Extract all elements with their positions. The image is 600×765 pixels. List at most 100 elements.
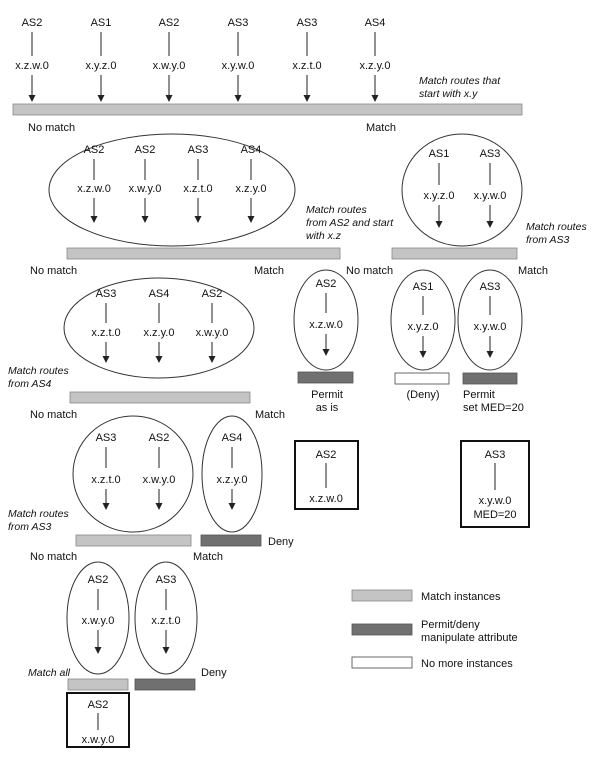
route-item: AS3 x.y.w.0 <box>474 148 506 228</box>
legend-label: Permit/deny <box>421 619 480 631</box>
prefix-label: x.y.z.0 <box>86 60 117 72</box>
prefix-label: x.y.w.0 <box>222 60 255 72</box>
filter-label: with x.z <box>306 230 342 242</box>
arrow-down-icon <box>94 647 102 654</box>
permit-bar <box>134 678 196 691</box>
route-item: AS2 x.z.w.0 <box>77 144 111 223</box>
prefix-label: x.z.y.0 <box>217 474 248 486</box>
as-label: AS3 <box>188 144 209 156</box>
as-label: AS4 <box>149 288 170 300</box>
route-group-i: AS2 x.w.y.0 <box>82 574 115 654</box>
prefix-label: x.z.t.0 <box>183 183 212 195</box>
route-group-ellipse <box>457 269 523 371</box>
filter-label: Match routes <box>526 221 587 233</box>
arrow-down-icon <box>419 351 427 358</box>
as-label: AS4 <box>365 17 386 29</box>
prefix-label: x.w.y.0 <box>143 474 176 486</box>
route-item: AS3 x.z.t.0 <box>183 144 213 223</box>
prefix-label: x.z.w.0 <box>77 183 111 195</box>
route-item: AS2 x.w.y.0 <box>196 288 228 363</box>
no-match-label: No match <box>346 265 393 277</box>
route-group-b: AS1 x.y.z.0 AS3 x.y.w.0 <box>424 148 506 228</box>
prefix-label: x.w.y.0 <box>82 615 115 627</box>
arrow-down-icon <box>247 216 255 223</box>
route-item: AS3 x.z.t.0 <box>91 432 121 510</box>
arrow-down-icon <box>486 221 494 228</box>
prefix-label: x.z.w.0 <box>15 60 49 72</box>
route-group-ellipse <box>72 415 194 533</box>
as-label: AS3 <box>96 432 117 444</box>
prefix-label: x.z.t.0 <box>91 327 120 339</box>
as-label: AS1 <box>429 148 450 160</box>
match-bar <box>391 247 518 260</box>
prefix-label: x.z.y.0 <box>360 60 391 72</box>
route-item: AS2 x.w.y.0 <box>129 144 162 223</box>
as-label: AS2 <box>88 699 109 711</box>
no-match-label: No match <box>28 122 75 134</box>
legend: Match instances Permit/deny manipulate a… <box>351 589 518 670</box>
as-label: AS2 <box>316 278 337 290</box>
prefix-label: x.y.z.0 <box>424 190 455 202</box>
no-match-label: No match <box>30 265 77 277</box>
prefix-label: x.z.w.0 <box>309 493 343 505</box>
prefix-label: x.w.y.0 <box>82 734 115 746</box>
match-bar <box>67 678 129 691</box>
match-bar <box>66 247 341 260</box>
as-label: AS3 <box>96 288 117 300</box>
route-item: AS2 x.w.y.0 <box>153 17 186 102</box>
filter-label: Match routes <box>8 508 69 520</box>
route-group-h: AS4 x.z.y.0 <box>217 432 248 510</box>
legend-label: Match instances <box>421 591 501 603</box>
as-label: AS2 <box>316 449 337 461</box>
legend-swatch-permit <box>351 623 413 636</box>
arrow-down-icon <box>102 356 110 363</box>
arrow-down-icon <box>303 95 311 102</box>
prefix-label: x.z.y.0 <box>236 183 267 195</box>
route-item: AS2 x.z.w.0 <box>15 17 49 102</box>
route-group-ellipse <box>66 561 130 675</box>
arrow-down-icon <box>90 216 98 223</box>
med-label: MED=20 <box>473 509 516 521</box>
route-item: AS4 x.z.y.0 <box>236 144 267 223</box>
filter-label: from AS3 <box>526 234 570 246</box>
route-group-j: AS3 x.z.t.0 <box>151 574 181 654</box>
arrow-down-icon <box>234 95 242 102</box>
prefix-label: x.z.t.0 <box>292 60 321 72</box>
match-label: Match <box>366 122 396 134</box>
filter-label: from AS2 and start <box>306 217 394 229</box>
as-label: AS3 <box>485 449 506 461</box>
as-label: AS2 <box>149 432 170 444</box>
prefix-label: x.z.t.0 <box>151 615 180 627</box>
no-more-instances-bar <box>394 372 450 385</box>
as-label: AS3 <box>480 281 501 293</box>
action-label: Deny <box>201 667 227 679</box>
filter-label: Match routes <box>8 365 69 377</box>
action-label: (Deny) <box>406 389 439 401</box>
match-label: Match <box>255 409 285 421</box>
match-bar <box>69 391 251 404</box>
route-item: AS2 x.w.y.0 <box>143 432 176 510</box>
permit-bar <box>297 371 354 384</box>
legend-label: manipulate attribute <box>421 632 518 644</box>
action-label: Deny <box>268 536 294 548</box>
arrow-down-icon <box>162 647 170 654</box>
prefix-label: x.w.y.0 <box>129 183 162 195</box>
prefix-label: x.z.t.0 <box>91 474 120 486</box>
permit-bar <box>462 372 518 385</box>
legend-item: No more instances <box>351 656 513 670</box>
route-group-ellipse <box>201 415 263 533</box>
legend-label: No more instances <box>421 658 513 670</box>
result-box: AS2 x.z.w.0 <box>294 440 359 510</box>
arrow-down-icon <box>208 356 216 363</box>
route-item: AS3 x.z.t.0 <box>292 17 322 102</box>
legend-item: Match instances <box>351 589 501 603</box>
match-label: Match <box>518 265 548 277</box>
action-label: Permit <box>463 389 495 401</box>
route-group-c: AS3 x.z.t.0 AS4 x.z.y.0 AS2 x.w.y.0 <box>91 288 228 363</box>
as-label: AS2 <box>84 144 105 156</box>
arrow-down-icon <box>155 356 163 363</box>
prefix-label: x.w.y.0 <box>153 60 186 72</box>
match-bar <box>75 534 192 547</box>
as-label: AS2 <box>202 288 223 300</box>
